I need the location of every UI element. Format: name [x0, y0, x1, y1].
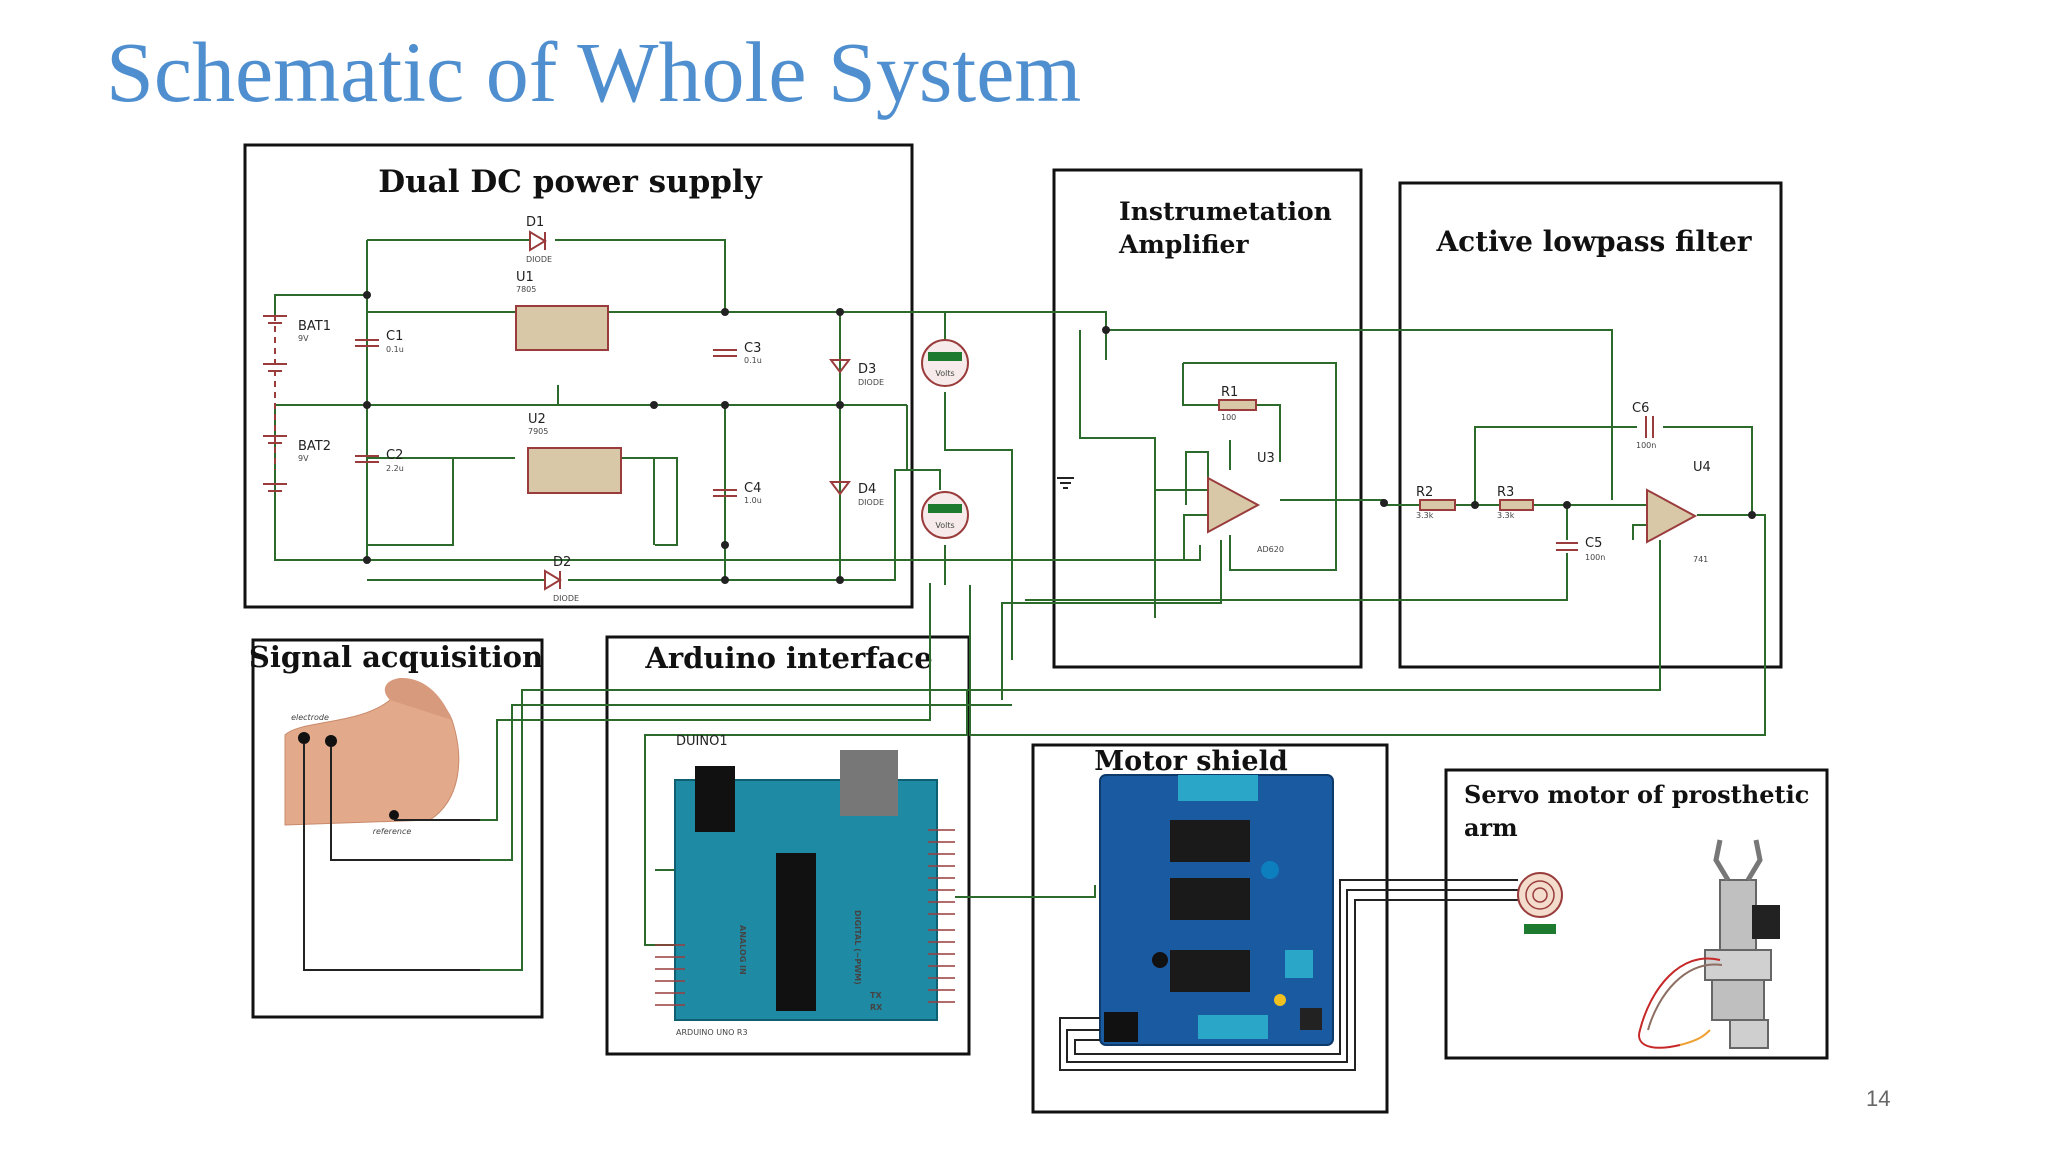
resistor-r1: [1218, 399, 1257, 411]
svg-text:R3: R3: [1497, 485, 1514, 500]
svg-text:DIODE: DIODE: [553, 594, 579, 603]
svg-text:U1: U1: [516, 270, 534, 285]
regulator-u1: [515, 305, 609, 351]
svg-text:Volts: Volts: [935, 521, 954, 530]
svg-text:R1: R1: [1221, 385, 1238, 400]
svg-text:C4: C4: [744, 481, 761, 496]
svg-text:D3: D3: [858, 362, 876, 377]
svg-text:3.3k: 3.3k: [1497, 511, 1515, 520]
svg-text:0.1u: 0.1u: [744, 356, 762, 365]
lowpass-title: Active lowpass filter: [1435, 225, 1752, 258]
inamp-title-line1: Instrumetation: [1119, 197, 1332, 226]
resistor-r3: [1499, 499, 1534, 511]
svg-text:reference: reference: [373, 827, 412, 836]
svg-text:RX: RX: [870, 1003, 883, 1012]
arduino-board: DUINO1 ARDUINO UNO R3 ANALOG IN DIGITAL …: [644, 690, 1096, 1037]
svg-text:9V: 9V: [298, 454, 309, 463]
svg-text:D4: D4: [858, 482, 876, 497]
svg-text:D2: D2: [553, 555, 571, 570]
motor-shield-frame: [1031, 743, 1389, 1114]
svg-text:2.2u: 2.2u: [386, 464, 404, 473]
svg-text:AD620: AD620: [1257, 545, 1284, 554]
svg-text:0.1u: 0.1u: [386, 345, 404, 354]
power-supply-title: Dual DC power supply: [378, 164, 762, 200]
motor-shield: [1059, 774, 1518, 1071]
power-supply-circuit: D1 DIODE U1 7805 BAT1 9V C1 0.1u C3 0.1u…: [263, 215, 1201, 603]
arduino-title: Arduino interface: [644, 641, 932, 675]
signal-acquisition-title: Signal acquisition: [249, 640, 543, 674]
servo-title-line1: Servo motor of prosthetic: [1464, 780, 1809, 809]
inamp-circuit: R1 100 U3 AD620: [1001, 326, 1613, 700]
svg-text:electrode: electrode: [291, 713, 329, 722]
svg-text:U3: U3: [1257, 451, 1275, 466]
svg-text:C6: C6: [1632, 401, 1649, 416]
arduino-frame: [605, 635, 971, 1056]
svg-text:ANALOG IN: ANALOG IN: [738, 925, 747, 975]
regulator-u2: [527, 447, 622, 494]
svg-text:BAT1: BAT1: [298, 319, 331, 334]
svg-text:DIODE: DIODE: [526, 255, 552, 264]
svg-text:7905: 7905: [528, 427, 548, 436]
opamp-u4: [1646, 488, 1698, 544]
svg-text:D1: D1: [526, 215, 544, 230]
arduino-pins: [655, 829, 955, 1006]
svg-text:741: 741: [1693, 555, 1708, 564]
servo-arm: [1517, 839, 1780, 1049]
svg-text:100n: 100n: [1636, 441, 1656, 450]
lowpass-frame: [1398, 181, 1783, 669]
svg-text:C2: C2: [386, 448, 403, 463]
svg-text:1.0u: 1.0u: [744, 496, 762, 505]
svg-text:U2: U2: [528, 412, 546, 427]
svg-text:3.3k: 3.3k: [1416, 511, 1434, 520]
svg-text:BAT2: BAT2: [298, 439, 331, 454]
svg-text:DIODE: DIODE: [858, 378, 884, 387]
svg-text:C3: C3: [744, 341, 761, 356]
voltmeters: Volts Volts: [906, 311, 1107, 660]
lowpass-circuit: R2 3.3k R3 3.3k C6 100n C5 100n U4 741: [969, 401, 1766, 736]
svg-text:100n: 100n: [1585, 553, 1605, 562]
svg-text:TX: TX: [870, 991, 882, 1000]
inamp-frame: [1052, 168, 1363, 669]
svg-text:DIODE: DIODE: [858, 498, 884, 507]
signal-acquisition-frame: [251, 638, 544, 1019]
svg-text:U4: U4: [1693, 460, 1711, 475]
page-number: 14: [1866, 1086, 1891, 1111]
svg-text:C5: C5: [1585, 536, 1602, 551]
svg-text:C1: C1: [386, 329, 403, 344]
signal-acquisition: electrode reference: [284, 583, 1012, 971]
svg-text:DUINO1: DUINO1: [676, 734, 728, 749]
inamp-title-line2: Amplifier: [1118, 230, 1249, 259]
svg-text:Volts: Volts: [935, 369, 954, 378]
svg-text:ARDUINO UNO R3: ARDUINO UNO R3: [676, 1028, 748, 1037]
opamp-u3: [1207, 476, 1261, 534]
slide-title: Schematic of Whole System: [106, 24, 1082, 120]
servo-title-line2: arm: [1464, 813, 1518, 842]
servo-frame: [1444, 768, 1829, 1060]
resistor-r2: [1419, 499, 1456, 511]
svg-text:DIGITAL (~PWM): DIGITAL (~PWM): [853, 910, 862, 985]
motor-shield-title: Motor shield: [1094, 746, 1288, 777]
power-supply-frame: [243, 143, 914, 609]
svg-text:9V: 9V: [298, 334, 309, 343]
svg-text:R2: R2: [1416, 485, 1433, 500]
svg-text:7805: 7805: [516, 285, 536, 294]
svg-text:100: 100: [1221, 413, 1236, 422]
